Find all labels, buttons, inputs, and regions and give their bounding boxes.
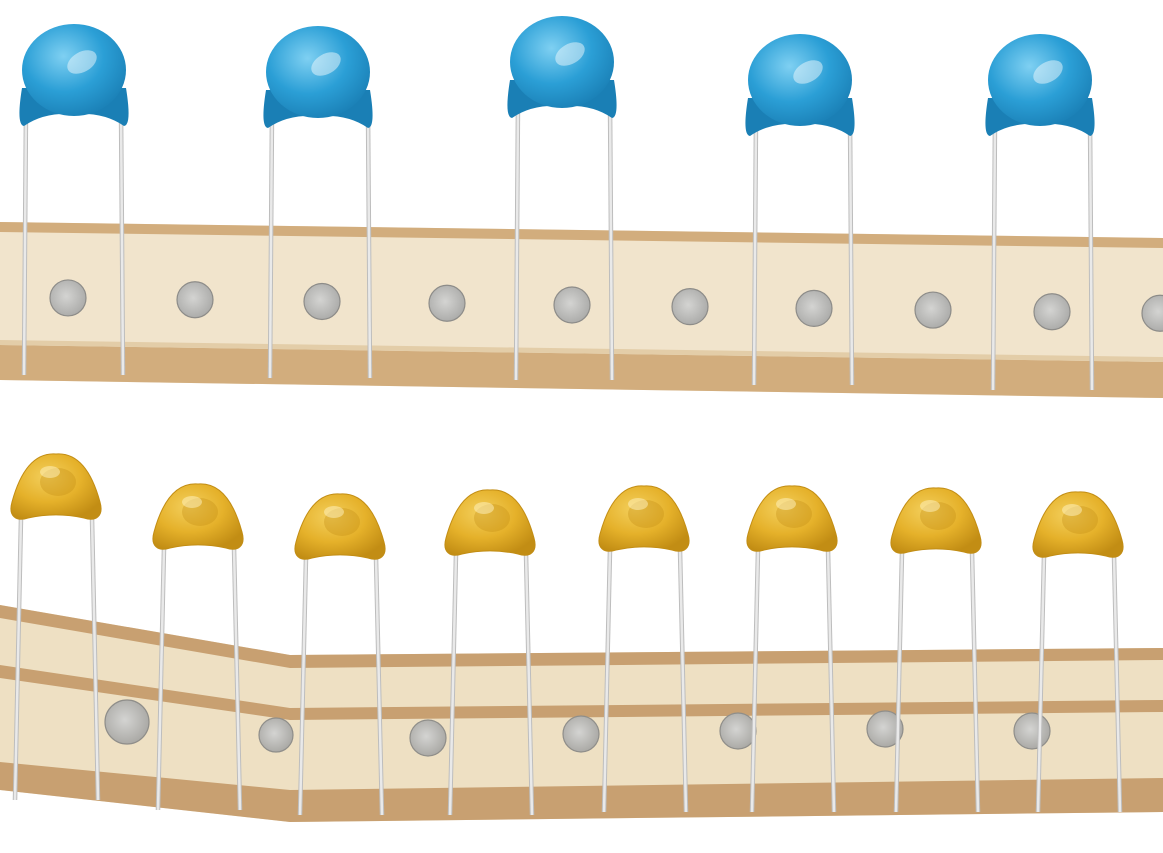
capacitor-lead-highlight xyxy=(826,549,836,813)
capacitor-disc-body xyxy=(748,34,852,126)
capacitor-lead-highlight xyxy=(752,119,758,386)
capacitor-glare xyxy=(474,502,494,514)
yellow-ceramic-capacitor xyxy=(152,483,244,811)
capacitor-lead-highlight xyxy=(1088,119,1094,391)
tape-band-edge xyxy=(0,340,1163,362)
yellow-ceramic-capacitor xyxy=(10,453,102,801)
feed-hole xyxy=(428,284,466,322)
capacitor-lead-highlight xyxy=(991,119,997,391)
feed-hole xyxy=(104,699,150,745)
capacitor-lead-highlight xyxy=(524,553,534,816)
feed-hole xyxy=(553,286,591,324)
tape-bottom-band xyxy=(0,345,1163,398)
capacitor-lead-highlight xyxy=(366,111,372,379)
capacitor-dipped-body xyxy=(10,453,102,520)
capacitor-disc-body xyxy=(988,34,1092,126)
capacitor-lead-highlight xyxy=(678,549,688,813)
feed-hole xyxy=(49,279,87,317)
feed-hole xyxy=(914,291,952,329)
capacitor-glare xyxy=(920,500,940,512)
capacitor-glare xyxy=(67,50,97,74)
capacitor-lead-highlight xyxy=(894,551,904,813)
capacitor-lead-highlight xyxy=(608,101,614,381)
capacitor-lead-highlight xyxy=(1112,555,1122,813)
blue-ceramic-capacitor xyxy=(507,16,617,381)
capacitor-lead-highlight xyxy=(119,109,125,376)
capacitor-lead-highlight xyxy=(298,557,308,816)
feed-hole xyxy=(866,710,904,748)
capacitor-lead-highlight xyxy=(156,547,166,811)
blue-capacitor-strip xyxy=(0,16,1163,398)
yellow-ceramic-capacitor xyxy=(444,489,536,816)
feed-hole xyxy=(562,715,600,753)
feed-hole xyxy=(719,712,757,750)
tape-middle-band xyxy=(0,665,1163,720)
capacitor-glare xyxy=(555,42,585,66)
yellow-ceramic-capacitor xyxy=(294,493,386,816)
capacitor-glare xyxy=(628,498,648,510)
yellow-ceramic-capacitor xyxy=(890,487,982,813)
feed-hole xyxy=(409,719,447,757)
capacitor-glare xyxy=(311,52,341,76)
capacitor-dipped-body xyxy=(890,487,982,554)
blue-ceramic-capacitor xyxy=(19,24,129,376)
yellow-ceramic-capacitor xyxy=(746,485,838,813)
blue-ceramic-capacitor xyxy=(745,34,855,386)
capacitor-lead-highlight xyxy=(268,111,274,379)
yellow-ceramic-capacitor xyxy=(1032,491,1124,813)
capacitor-glare xyxy=(182,496,202,508)
capacitor-dipped-body xyxy=(444,489,536,556)
yellow-ceramic-capacitor xyxy=(598,485,690,813)
capacitor-lead-highlight xyxy=(1036,555,1046,813)
capacitor-lead-highlight xyxy=(448,553,458,816)
feed-hole xyxy=(258,717,294,753)
blue-ceramic-capacitor xyxy=(263,26,373,379)
capacitor-dipped-body xyxy=(598,485,690,552)
capacitor-disc-body xyxy=(22,24,126,116)
capacitor-dipped-body xyxy=(294,493,386,560)
yellow-capacitor-strip xyxy=(0,453,1163,822)
capacitor-lead-highlight xyxy=(22,109,28,376)
capacitor-lead-highlight xyxy=(970,551,980,813)
capacitor-dipped-body xyxy=(746,485,838,552)
tape-top-band xyxy=(0,222,1163,248)
capacitor-glare xyxy=(776,498,796,510)
capacitor-lead-highlight xyxy=(232,547,242,811)
capacitor-lead-highlight xyxy=(13,517,23,801)
capacitor-glare xyxy=(1062,504,1082,516)
capacitor-lead-highlight xyxy=(514,101,520,381)
capacitor-lead-highlight xyxy=(90,517,100,801)
capacitor-dipped-body xyxy=(152,483,244,550)
capacitor-disc-body xyxy=(510,16,614,108)
feed-hole xyxy=(671,288,709,326)
feed-hole xyxy=(303,282,341,321)
feed-hole xyxy=(795,289,833,327)
capacitor-glare xyxy=(1033,60,1063,84)
feed-hole xyxy=(1033,293,1071,331)
capacitor-glare xyxy=(40,466,60,478)
tape-bottom-band xyxy=(0,762,1163,822)
capacitor-lead-highlight xyxy=(848,119,854,386)
feed-hole xyxy=(1013,712,1051,750)
capacitor-lead-highlight xyxy=(374,557,384,816)
capacitor-dipped-body xyxy=(1032,491,1124,558)
tape-top-band xyxy=(0,605,1163,668)
capacitor-lead-highlight xyxy=(750,549,760,813)
feed-hole xyxy=(176,281,214,319)
capacitor-lead-highlight xyxy=(602,549,612,813)
capacitor-glare xyxy=(793,60,823,84)
feed-hole xyxy=(1141,294,1163,332)
capacitor-glare xyxy=(324,506,344,518)
blue-ceramic-capacitor xyxy=(985,34,1095,391)
capacitor-disc-body xyxy=(266,26,370,118)
